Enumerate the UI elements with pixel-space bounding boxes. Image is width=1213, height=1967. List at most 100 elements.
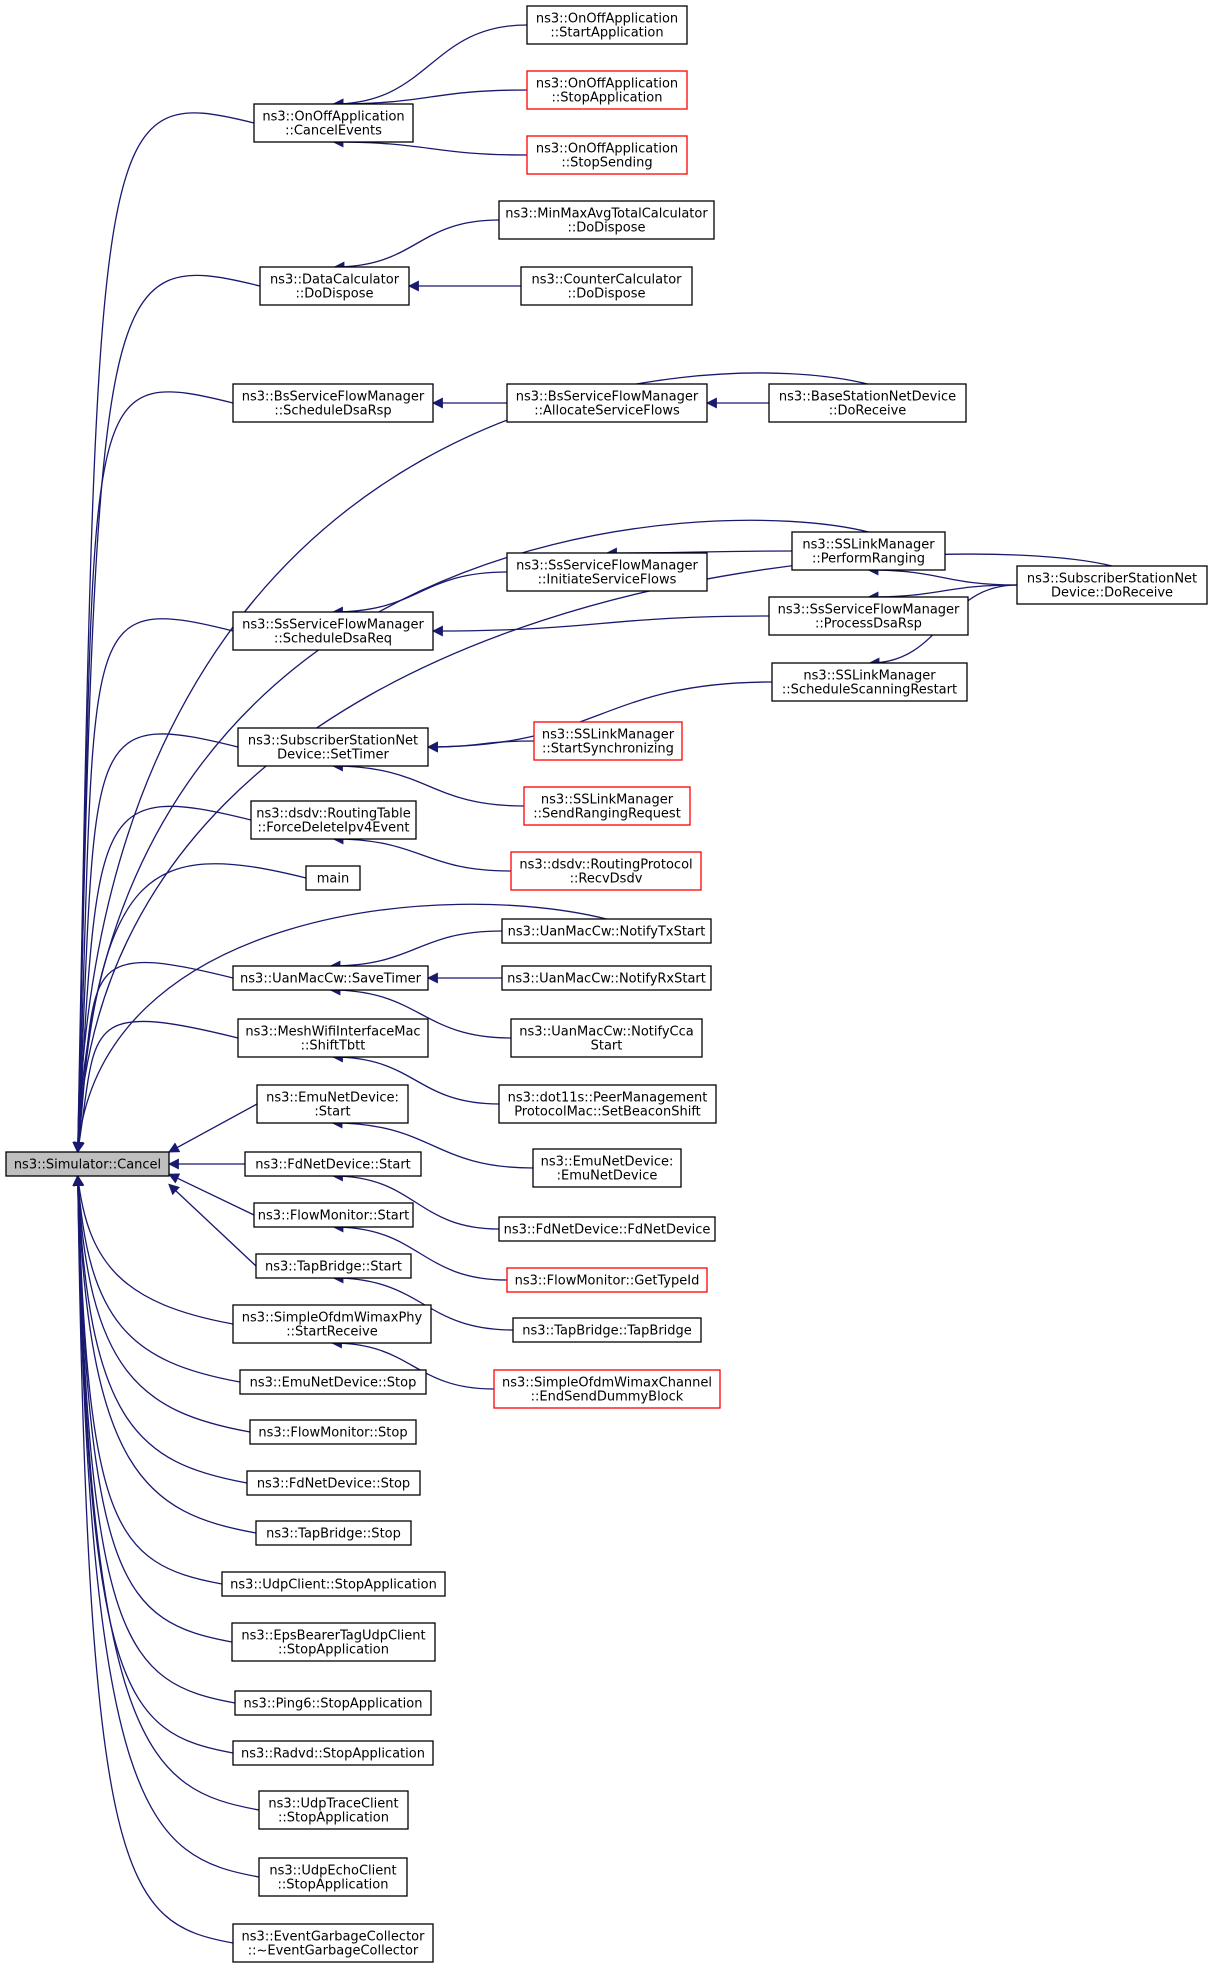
- node-label-line: ::CancelEvents: [285, 124, 382, 139]
- node-sslm-ranging[interactable]: ns3::SSLinkManager::PerformRanging: [791, 531, 946, 571]
- node-onoff-startapp[interactable]: ns3::OnOffApplication::StartApplication: [526, 5, 688, 45]
- edge-onoff-stopsend-to-onoff-cancel: [332, 136, 528, 156]
- edge-line: [431, 615, 770, 637]
- node-udptrace-stop[interactable]: ns3::UdpTraceClient::StopApplication: [258, 1790, 409, 1830]
- node-eps-stop[interactable]: ns3::EpsBearerTagUdpClient::StopApplicat…: [231, 1622, 436, 1662]
- node-label-line: ::StopApplication: [552, 91, 663, 106]
- node-label-line: ns3::FlowMonitor::Stop: [258, 1426, 407, 1441]
- edge-udpecho-stop-to-cancel: [72, 1174, 260, 1878]
- node-sssfm-dsareq[interactable]: ns3::SsServiceFlowManager::ScheduleDsaRe…: [232, 611, 434, 651]
- node-box: [237, 727, 429, 767]
- edge-eps-stop-to-cancel: [72, 1174, 233, 1643]
- node-tap-stop[interactable]: ns3::TapBridge::Stop: [255, 1520, 412, 1546]
- node-label-line: :EmuNetDevice: [557, 1169, 658, 1184]
- node-tap-ctor[interactable]: ns3::TapBridge::TapBridge: [512, 1317, 702, 1343]
- node-label-line: ::ForceDeleteIpv4Event: [258, 821, 410, 836]
- node-box: [232, 611, 434, 651]
- node-box: [498, 200, 715, 240]
- node-label-line: ns3::SsServiceFlowManager: [242, 618, 424, 633]
- node-sslm-scan[interactable]: ns3::SSLinkManager::ScheduleScanningRest…: [771, 662, 968, 702]
- edge-sslm-sync-to-ssnet-settimer: [426, 740, 535, 753]
- node-udpclient-stop[interactable]: ns3::UdpClient::StopApplication: [221, 1571, 446, 1597]
- node-emu-start[interactable]: ns3::EmuNetDevice::Start: [256, 1084, 409, 1124]
- node-minmax-dispose[interactable]: ns3::MinMaxAvgTotalCalculator::DoDispose: [498, 200, 715, 240]
- node-fd-ctor[interactable]: ns3::FdNetDevice::FdNetDevice: [498, 1216, 716, 1242]
- node-dsdv-recv[interactable]: ns3::dsdv::RoutingProtocol::RecvDsdv: [510, 851, 702, 891]
- edge-line: [72, 1174, 236, 1704]
- node-ofdm-recv[interactable]: ns3::SimpleOfdmWimaxPhy::StartReceive: [232, 1304, 432, 1344]
- node-label-line: ::ShiftTbtt: [301, 1039, 366, 1054]
- node-dot11s-beacon[interactable]: ns3::dot11s::PeerManagementProtocolMac::…: [498, 1084, 717, 1124]
- node-label-line: ns3::FlowMonitor::GetTypeId: [515, 1274, 700, 1289]
- node-box: [768, 596, 969, 636]
- node-datacalc-dispose[interactable]: ns3::DataCalculator::DoDispose: [259, 266, 410, 306]
- node-label-line: ns3::FlowMonitor::Start: [258, 1209, 409, 1224]
- node-label-line: ns3::Simulator::Cancel: [14, 1158, 161, 1173]
- node-ssnet-settimer[interactable]: ns3::SubscriberStationNetDevice::SetTime…: [237, 727, 429, 767]
- node-emu-ctor[interactable]: ns3::EmuNetDevice::EmuNetDevice: [532, 1148, 682, 1188]
- edge-line: [867, 564, 1018, 586]
- edge-line: [426, 740, 535, 753]
- node-label-line: ::DoDispose: [567, 287, 645, 302]
- node-box: [255, 1520, 412, 1546]
- node-uan-savetimer[interactable]: ns3::UanMacCw::SaveTimer: [232, 965, 429, 991]
- node-bsnet-receive[interactable]: ns3::BaseStationNetDevice::DoReceive: [768, 383, 967, 423]
- node-box: [258, 1790, 409, 1830]
- node-emu-stop[interactable]: ns3::EmuNetDevice::Stop: [239, 1369, 427, 1395]
- node-label-line: ns3::OnOffApplication: [262, 110, 404, 125]
- node-egc-dtor[interactable]: ns3::EventGarbageCollector::~EventGarbag…: [232, 1923, 434, 1963]
- node-label-line: ns3::TapBridge::Stop: [266, 1527, 401, 1542]
- node-uan-rxstart[interactable]: ns3::UanMacCw::NotifyRxStart: [501, 965, 712, 991]
- node-fd-start[interactable]: ns3::FdNetDevice::Start: [244, 1151, 422, 1177]
- node-sssfm-initiate[interactable]: ns3::SsServiceFlowManager::InitiateServi…: [506, 552, 708, 592]
- edge-line: [168, 1173, 255, 1216]
- node-box: [498, 1216, 716, 1242]
- node-sslm-sendrange[interactable]: ns3::SSLinkManager::SendRangingRequest: [523, 786, 691, 826]
- edge-line: [73, 1174, 234, 1325]
- node-label-line: ::StartApplication: [550, 26, 663, 41]
- node-bssfm-alloc[interactable]: ns3::BsServiceFlowManager::AllocateServi…: [506, 383, 708, 423]
- node-box: [256, 1084, 409, 1124]
- node-onoff-cancel[interactable]: ns3::OnOffApplication::CancelEvents: [253, 103, 414, 143]
- edge-line: [72, 1174, 248, 1484]
- edge-line: [332, 833, 512, 872]
- node-box: [253, 103, 414, 143]
- node-label-line: ns3::SimpleOfdmWimaxPhy: [242, 1311, 423, 1326]
- node-box: [768, 383, 967, 423]
- node-sslm-sync[interactable]: ns3::SSLinkManager::StartSynchronizing: [533, 721, 683, 761]
- node-label-line: ns3::TapBridge::TapBridge: [522, 1324, 692, 1339]
- edge-line: [73, 1020, 239, 1154]
- node-label-line: ProtocolMac::SetBeaconShift: [514, 1105, 701, 1120]
- edge-line: [332, 1272, 514, 1331]
- node-onoff-stopsend[interactable]: ns3::OnOffApplication::StopSending: [526, 135, 688, 175]
- edge-ssnet-settimer-to-cancel: [72, 733, 239, 1154]
- node-fm-stop[interactable]: ns3::FlowMonitor::Stop: [249, 1419, 417, 1445]
- node-box: [526, 70, 688, 110]
- node-uan-txstart[interactable]: ns3::UanMacCw::NotifyTxStart: [501, 918, 712, 944]
- node-ping6-stop[interactable]: ns3::Ping6::StopApplication: [234, 1690, 432, 1716]
- edge-sslm-sendrange-to-ssnet-settimer: [331, 760, 525, 807]
- node-label-line: ns3::Radvd::StopApplication: [241, 1747, 425, 1762]
- node-radvd-stop[interactable]: ns3::Radvd::StopApplication: [232, 1740, 434, 1766]
- node-tap-start[interactable]: ns3::TapBridge::Start: [255, 1253, 412, 1279]
- node-ssnet-receive[interactable]: ns3::SubscriberStationNetDevice::DoRecei…: [1016, 565, 1208, 605]
- node-fm-start[interactable]: ns3::FlowMonitor::Start: [253, 1202, 414, 1228]
- node-ofdm-dummy[interactable]: ns3::SimpleOfdmWimaxChannel::EndSendDumm…: [493, 1369, 721, 1409]
- edge-tap-stop-to-cancel: [72, 1174, 257, 1534]
- node-dsdv-force[interactable]: ns3::dsdv::RoutingTable::ForceDeleteIpv4…: [250, 800, 417, 840]
- node-fm-typeid[interactable]: ns3::FlowMonitor::GetTypeId: [506, 1267, 708, 1293]
- node-counter-dispose[interactable]: ns3::CounterCalculator::DoDispose: [520, 266, 693, 306]
- node-cancel[interactable]: ns3::Simulator::Cancel: [5, 1151, 170, 1177]
- node-fd-stop[interactable]: ns3::FdNetDevice::Stop: [246, 1470, 421, 1496]
- node-mesh-shift[interactable]: ns3::MeshWifiInterfaceMac::ShiftTbtt: [237, 1018, 429, 1058]
- node-udpecho-stop[interactable]: ns3::UdpEchoClient::StopApplication: [258, 1857, 408, 1897]
- node-bssfm-dsarsp[interactable]: ns3::BsServiceFlowManager::ScheduleDsaRs…: [232, 383, 434, 423]
- edge-minmax-dispose-to-datacalc-dispose: [333, 219, 500, 273]
- node-onoff-stopapp[interactable]: ns3::OnOffApplication::StopApplication: [526, 70, 688, 110]
- node-box: [255, 1253, 412, 1279]
- node-label-line: ns3::CounterCalculator: [531, 273, 682, 288]
- node-label-line: ::EndSendDummyBlock: [531, 1390, 684, 1405]
- node-main[interactable]: main: [305, 865, 361, 891]
- node-sssfm-dsarsp[interactable]: ns3::SsServiceFlowManager::ProcessDsaRsp: [768, 596, 969, 636]
